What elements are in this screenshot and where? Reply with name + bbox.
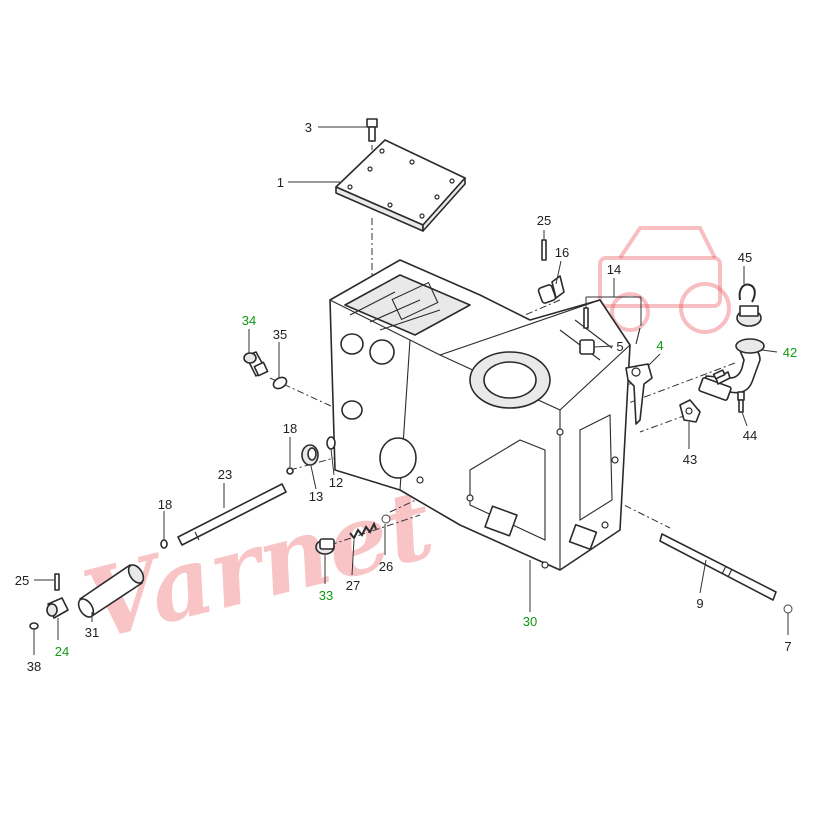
- callout-45: 45: [738, 250, 752, 265]
- lift-hook-part-45[interactable]: [736, 283, 762, 327]
- callout-13: 13: [309, 489, 323, 504]
- o-ring-part-18-upper[interactable]: [286, 467, 294, 475]
- callout-14: 14: [607, 262, 621, 277]
- callout-44: 44: [743, 428, 757, 443]
- bolt-part-3[interactable]: [366, 118, 378, 142]
- callout-7: 7: [784, 639, 791, 654]
- callout-labels: 3 1 25 16 14 45 34 35 5 4 42 18 23 13 12…: [15, 120, 797, 674]
- callout-5: 5: [616, 339, 623, 354]
- transmission-case-part-30[interactable]: [329, 259, 631, 571]
- pin-part-7[interactable]: [783, 604, 793, 614]
- sleeve-part-31[interactable]: [76, 562, 147, 619]
- callout-18-lower: 18: [158, 497, 172, 512]
- callout-38: 38: [27, 659, 41, 674]
- cover-plate-part-1[interactable]: [335, 139, 466, 232]
- callout-3: 3: [305, 120, 312, 135]
- spring-part-27[interactable]: [349, 521, 377, 540]
- callout-12: 12: [329, 475, 343, 490]
- seal-part-13[interactable]: [301, 444, 319, 466]
- pin-part-38[interactable]: [29, 622, 39, 630]
- plug-part-34[interactable]: [243, 351, 269, 377]
- callout-30: 30: [523, 614, 537, 629]
- ball-part-26[interactable]: [381, 514, 391, 524]
- plug-part-33[interactable]: [315, 538, 335, 555]
- callout-42: 42: [783, 345, 797, 360]
- callout-43: 43: [683, 452, 697, 467]
- pin-part-25-upper[interactable]: [541, 239, 547, 261]
- shift-rod-part-9[interactable]: [659, 533, 777, 601]
- bracket-part-24[interactable]: [46, 597, 69, 619]
- callout-24: 24: [55, 644, 69, 659]
- callout-25-lower: 25: [15, 573, 29, 588]
- callout-33: 33: [319, 588, 333, 603]
- o-ring-part-12[interactable]: [326, 436, 336, 450]
- callout-4: 4: [656, 338, 663, 353]
- callout-23: 23: [218, 467, 232, 482]
- shaft-part-23[interactable]: [177, 483, 287, 546]
- fitting-part-16[interactable]: [537, 275, 565, 304]
- callout-31: 31: [85, 625, 99, 640]
- callout-9: 9: [696, 596, 703, 611]
- callout-26: 26: [379, 559, 393, 574]
- callout-18-upper: 18: [283, 421, 297, 436]
- elbow-pipe-part-42[interactable]: [698, 338, 765, 401]
- leader-lines: [33, 126, 789, 655]
- bolt-part-44[interactable]: [712, 369, 745, 413]
- callout-35: 35: [273, 327, 287, 342]
- callout-34: 34: [242, 313, 256, 328]
- spacer-part-5[interactable]: [579, 339, 595, 355]
- callout-16: 16: [555, 245, 569, 260]
- gasket-part-43[interactable]: [679, 399, 701, 423]
- callout-25-upper: 25: [537, 213, 551, 228]
- o-ring-part-35[interactable]: [271, 375, 288, 391]
- shift-fork-part-4[interactable]: [625, 363, 653, 425]
- callout-27: 27: [346, 578, 360, 593]
- pin-part-25-lower[interactable]: [54, 573, 60, 591]
- o-ring-part-18-lower[interactable]: [160, 539, 168, 549]
- callout-1: 1: [277, 175, 284, 190]
